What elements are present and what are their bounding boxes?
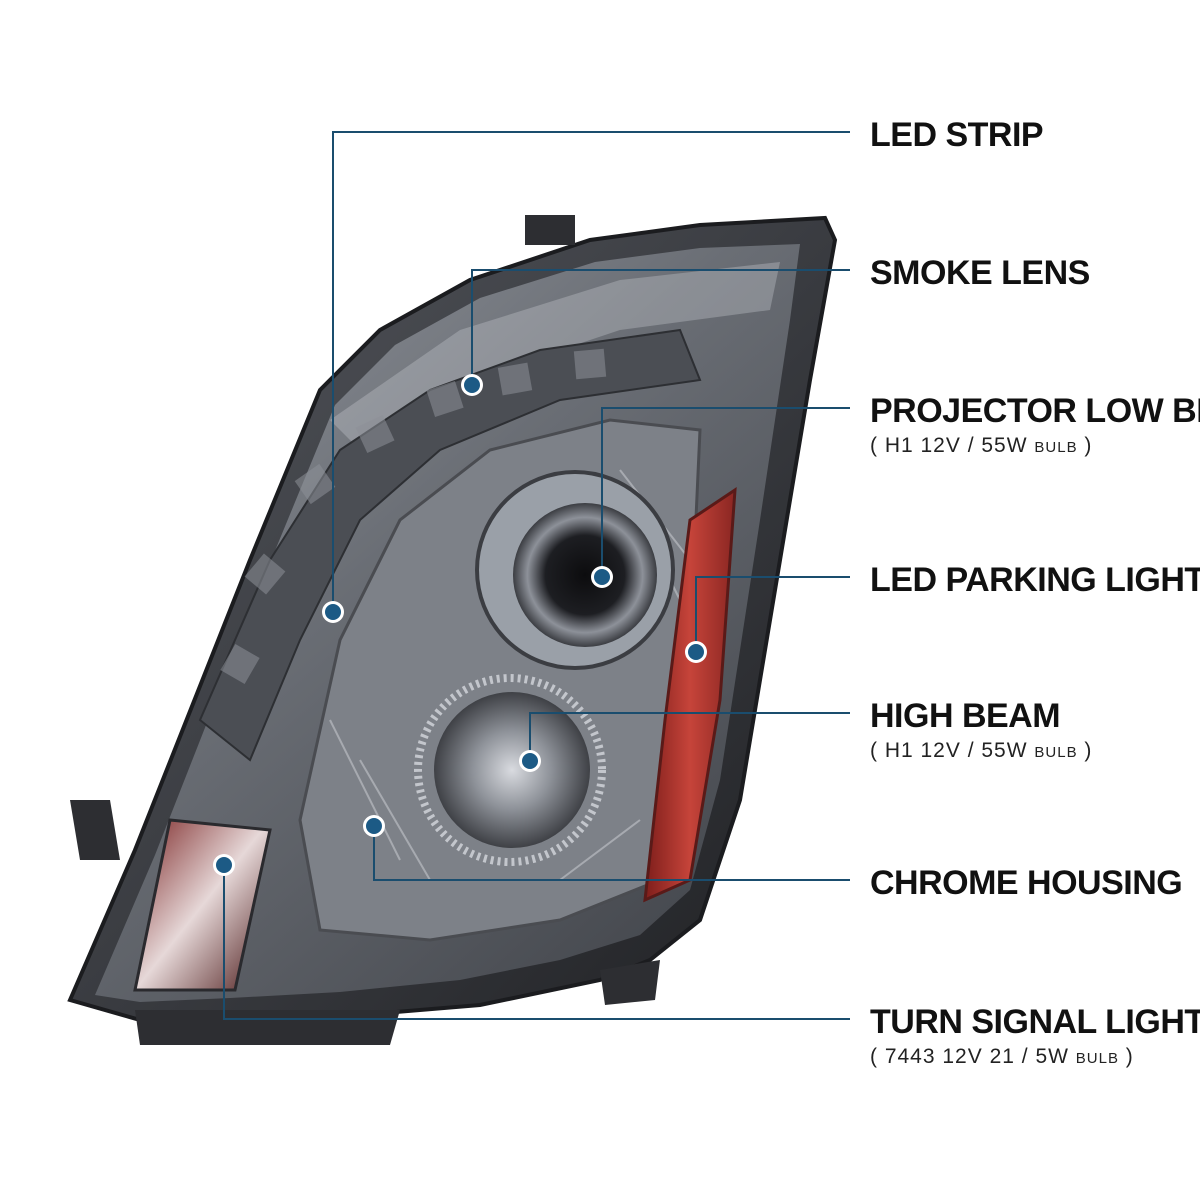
leader-line-high-beam [529,712,850,761]
label-smoke-lens: SMOKE LENS [870,254,1090,292]
leader-line-projector-low-beam [601,407,850,577]
high-beam-halo-ring [414,674,606,866]
mounting-tab-bottom [135,1010,400,1045]
mounting-tab-left [70,800,120,860]
spec-unit-high-beam: BULB [1034,744,1077,761]
callout-smoke-lens: SMOKE LENS [461,254,1090,396]
turn-signal-lens [133,818,272,992]
marker-dot-turn-signal-light [216,857,232,873]
marker-dot-led-parking-light [688,644,704,660]
mounting-tab-bottom-right [600,960,660,1005]
marker-dot-smoke-lens [464,377,480,393]
spec-close-projector-low-beam: ) [1078,434,1093,457]
lens-reflection [330,262,780,450]
callout-led-strip: LED STRIP [322,116,1044,623]
spec-spec-high-beam: H1 12V / 55W [885,739,1035,762]
marker-dot-high-beam [522,753,538,769]
callouts-layer: LED STRIP SMOKE LENS PROJECTOR LOW BEAM ( H… [213,116,1200,1068]
led-strip-band [198,328,702,762]
spec-high-beam: ( H1 12V / 55W BULB ) [870,739,1092,762]
callout-turn-signal-light: TURN SIGNAL LIGHT ( 7443 12V 21 / 5W BULB… [213,854,1200,1068]
label-led-strip: LED STRIP [870,116,1043,154]
marker-dot-led-strip [325,604,341,620]
callout-high-beam: HIGH BEAM ( H1 12V / 55W BULB ) [519,697,1092,772]
high-beam-reflector [434,692,590,848]
spec-open-projector-low-beam: ( [870,434,885,457]
spec-projector-low-beam: ( H1 12V / 55W BULB ) [870,434,1092,457]
mounting-tab-top [525,215,575,245]
spec-spec-projector-low-beam: H1 12V / 55W [885,434,1035,457]
spec-close-turn-signal-light: ) [1119,1045,1134,1068]
leader-line-smoke-lens [471,269,850,385]
spec-unit-turn-signal-light: BULB [1076,1050,1119,1067]
marker-dot-projector-low-beam [594,569,610,585]
callout-projector-low-beam: PROJECTOR LOW BEAM ( H1 12V / 55W BULB ) [591,392,1200,588]
led-strip-cells [220,348,607,684]
callout-chrome-housing: CHROME HOUSING [363,815,1183,902]
spec-open-high-beam: ( [870,739,885,762]
spec-turn-signal-light: ( 7443 12V 21 / 5W BULB ) [870,1045,1134,1068]
leader-line-turn-signal-light [223,865,850,1020]
projector-low-beam-lens [513,503,657,647]
spec-close-high-beam: ) [1078,739,1093,762]
leader-line-led-strip [332,131,850,612]
marker-dot-chrome-housing [366,818,382,834]
spec-unit-projector-low-beam: BULB [1034,439,1077,456]
leader-line-chrome-housing [373,826,850,881]
label-high-beam: HIGH BEAM [870,697,1060,735]
label-projector-low-beam: PROJECTOR LOW BEAM [870,392,1200,430]
label-led-parking-light: LED PARKING LIGHT [870,561,1200,599]
spec-spec-turn-signal-light: 7443 12V 21 / 5W [885,1045,1076,1068]
label-chrome-housing: CHROME HOUSING [870,864,1182,902]
spec-open-turn-signal-light: ( [870,1045,885,1068]
headlight-unit [67,215,838,1045]
label-turn-signal-light: TURN SIGNAL LIGHT [870,1003,1200,1041]
leader-line-led-parking-light [695,576,850,652]
callout-led-parking-light: LED PARKING LIGHT [685,561,1200,663]
